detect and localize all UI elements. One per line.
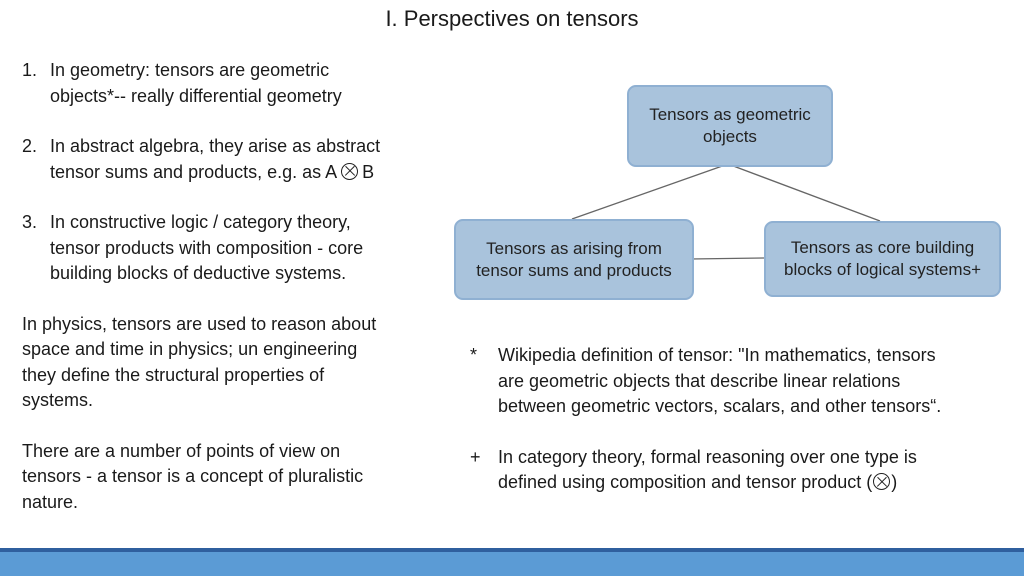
paragraph-line: nature. xyxy=(22,491,79,512)
footnote-text: Wikipedia definition of tensor: "In math… xyxy=(498,343,941,420)
list-line: tensor sums and products, e.g. as A xyxy=(50,161,338,182)
footnote-star: * Wikipedia definition of tensor: "In ma… xyxy=(470,343,1010,420)
list-line: building blocks of deductive systems. xyxy=(50,263,347,283)
list-number: 3. xyxy=(22,212,38,232)
list-line: objects*-- really differential geometry xyxy=(50,85,342,106)
edge-top-right xyxy=(727,163,881,222)
tensor-product-icon xyxy=(341,162,359,180)
paragraph-line: In physics, tensors are used to reason a… xyxy=(22,313,377,334)
node-line: objects xyxy=(703,127,757,146)
list-line: In abstract algebra, they arise as abstr… xyxy=(50,136,381,156)
footnote-line: are geometric objects that describe line… xyxy=(498,370,901,391)
node-line: tensor sums and products xyxy=(476,260,672,280)
footnote-line: ) xyxy=(891,472,898,492)
edge-left-right xyxy=(689,257,765,260)
node-line: blocks of logical systems+ xyxy=(784,260,981,279)
list-text: In constructive logic / category theory,… xyxy=(50,210,432,287)
paragraph-physics: In physics, tensors are used to reason a… xyxy=(22,312,432,414)
list-number: 1. xyxy=(22,60,38,80)
footnote-line: Wikipedia definition of tensor: "In math… xyxy=(498,345,936,365)
footnote-mark: + xyxy=(470,446,481,467)
node-line: Tensors as arising from xyxy=(486,238,662,258)
list-line: tensor products with composition - core xyxy=(50,237,364,258)
paragraph-line: tensors - a tensor is a concept of plura… xyxy=(22,466,364,486)
paragraph-line: systems. xyxy=(22,390,94,410)
node-logical-systems: Tensors as core building blocks of logica… xyxy=(764,221,1001,297)
list-number: 2. xyxy=(22,136,38,156)
paragraph-viewpoints: There are a number of points of view on … xyxy=(22,439,432,516)
list-text: In abstract algebra, they arise as abstr… xyxy=(50,134,432,185)
list-item-2: 2. In abstract algebra, they arise as ab… xyxy=(22,134,432,185)
list-item-3: 3. In constructive logic / category theo… xyxy=(22,210,432,287)
footnote-mark: * xyxy=(470,345,478,365)
footnote-line: between geometric vectors, scalars, and … xyxy=(498,396,942,416)
paragraph-line: There are a number of points of view on xyxy=(22,440,341,461)
footnote-line: In category theory, formal reasoning ove… xyxy=(498,446,917,467)
node-geometric-objects: Tensors as geometric objects xyxy=(627,85,833,167)
footnote-line: defined using composition and tensor pro… xyxy=(498,472,873,492)
footnote-plus: + In category theory, formal reasoning o… xyxy=(470,445,1010,496)
bottom-bar xyxy=(0,548,1024,576)
footnote-text: In category theory, formal reasoning ove… xyxy=(498,445,917,496)
list-line: B xyxy=(362,161,375,182)
footnotes: * Wikipedia definition of tensor: "In ma… xyxy=(470,343,1010,496)
left-column: 1. In geometry: tensors are geometric ob… xyxy=(22,58,432,515)
node-line: Tensors as geometric xyxy=(649,105,811,124)
slide-title: I. Perspectives on tensors xyxy=(385,6,639,31)
list-text: In geometry: tensors are geometric objec… xyxy=(50,58,432,109)
edge-top-left xyxy=(571,163,729,220)
list-line: In constructive logic / category theory, xyxy=(50,212,351,232)
paragraph-line: space and time in physics; un engineerin… xyxy=(22,339,358,359)
list-line: In geometry: tensors are geometric xyxy=(50,60,330,80)
node-line: Tensors as core building xyxy=(790,238,975,257)
tensor-product-icon xyxy=(873,473,891,490)
paragraph-line: they define the structural properties of xyxy=(22,364,325,385)
list-item-1: 1. In geometry: tensors are geometric ob… xyxy=(22,58,432,109)
